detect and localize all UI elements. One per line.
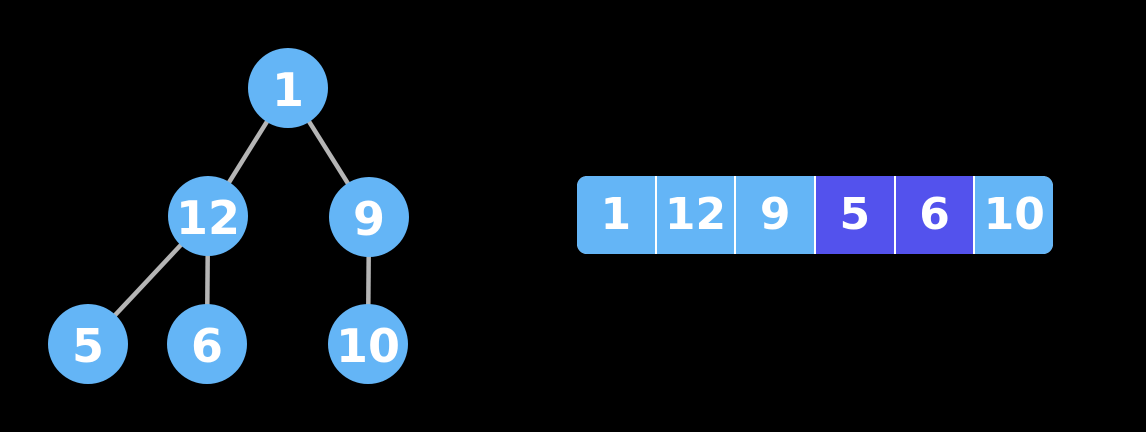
array-cell-9: 9: [736, 176, 815, 254]
tree-node-5: 5: [48, 304, 128, 384]
tree-node-circle: [329, 177, 409, 257]
tree-node-circle: [328, 304, 408, 384]
tree-node-circle: [48, 304, 128, 384]
tree-node-circle: [168, 176, 248, 256]
tree-node-value: 1: [272, 63, 304, 117]
array-cell-1: 1: [577, 176, 655, 254]
tree-node-value: 9: [353, 192, 385, 246]
array-cell-12: 12: [656, 176, 735, 254]
tree-node-1: 1: [248, 48, 328, 128]
tree-node-value: 10: [336, 319, 400, 373]
array-cell-10: 10: [975, 176, 1053, 254]
tree-node-value: 12: [176, 191, 240, 245]
tree-node-12: 12: [168, 176, 248, 256]
tree-node-circle: [167, 304, 247, 384]
tree-node-value: 5: [72, 319, 104, 373]
binary-tree-diagram: 1 12 9 5 6 10: [48, 48, 409, 384]
array-cell-6: 6: [895, 176, 974, 254]
tree-node-6: 6: [167, 304, 247, 384]
tree-node-10: 10: [328, 304, 408, 384]
tree-node-circle: [248, 48, 328, 128]
array-cell-5: 5: [816, 176, 894, 254]
tree-node-value: 6: [191, 319, 223, 373]
tree-node-9: 9: [329, 177, 409, 257]
